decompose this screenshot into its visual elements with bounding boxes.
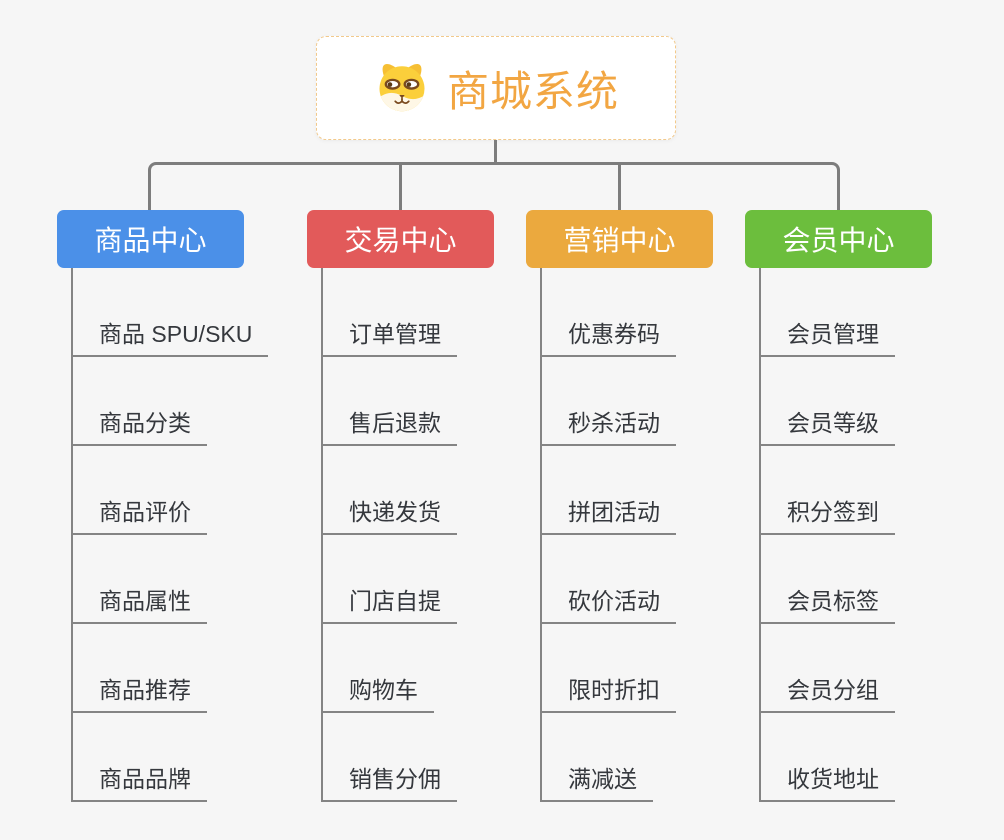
child-node[interactable]: 商品品牌 [71, 758, 207, 802]
child-node[interactable]: 拼团活动 [540, 491, 676, 535]
child-node[interactable]: 积分签到 [759, 491, 895, 535]
child-node[interactable]: 售后退款 [321, 402, 457, 446]
child-node[interactable]: 购物车 [321, 669, 434, 713]
child-node[interactable]: 秒杀活动 [540, 402, 676, 446]
child-node[interactable]: 销售分佣 [321, 758, 457, 802]
branch-marketing-center[interactable]: 营销中心 [526, 210, 713, 268]
child-node[interactable]: 商品评价 [71, 491, 207, 535]
trunk-marketing-center [540, 268, 542, 802]
child-node[interactable]: 商品 SPU/SKU [71, 313, 269, 357]
branch-trade-center[interactable]: 交易中心 [307, 210, 494, 268]
dog-face-icon [373, 59, 431, 118]
connector-root-drop [494, 140, 497, 164]
child-node[interactable]: 砍价活动 [540, 580, 676, 624]
child-node[interactable]: 会员标签 [759, 580, 895, 624]
root-title: 商城系统 [446, 67, 619, 115]
child-node[interactable]: 满减送 [540, 758, 653, 802]
child-node[interactable]: 商品属性 [71, 580, 207, 624]
child-node[interactable]: 快递发货 [321, 491, 457, 535]
trunk-product-center [71, 268, 73, 802]
child-node[interactable]: 会员等级 [759, 402, 895, 446]
connector-drop-marketing [618, 162, 621, 210]
branch-member-center[interactable]: 会员中心 [745, 210, 932, 268]
trunk-member-center [759, 268, 761, 802]
child-node[interactable]: 订单管理 [321, 313, 457, 357]
child-node[interactable]: 优惠券码 [540, 313, 676, 357]
connector-drop-trade [399, 162, 402, 210]
child-node[interactable]: 收货地址 [759, 758, 895, 802]
root-node[interactable]: 商城系统 [316, 36, 676, 140]
child-node[interactable]: 商品推荐 [71, 669, 207, 713]
child-node[interactable]: 会员管理 [759, 313, 895, 357]
child-node[interactable]: 商品分类 [71, 402, 207, 446]
child-node[interactable]: 门店自提 [321, 580, 457, 624]
child-node[interactable]: 限时折扣 [540, 669, 676, 713]
branch-product-center[interactable]: 商品中心 [57, 210, 244, 268]
child-node[interactable]: 会员分组 [759, 669, 895, 713]
connector-bus [148, 162, 840, 210]
trunk-trade-center [321, 268, 323, 802]
